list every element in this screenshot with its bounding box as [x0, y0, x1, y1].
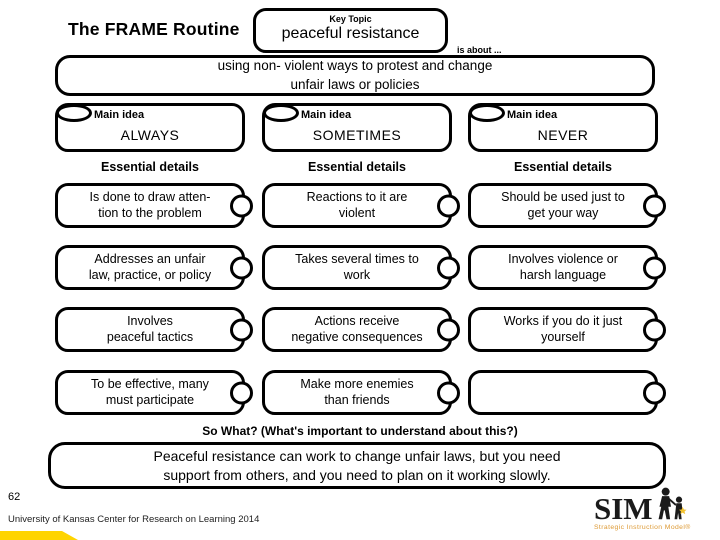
- detail-box: Is done to draw atten- tion to the probl…: [55, 183, 253, 228]
- main-idea-label: Main idea: [301, 109, 352, 121]
- connector-circle-icon: [230, 318, 253, 341]
- sim-logo-wordmark: SIM: [594, 490, 653, 526]
- detail-box: Involves violence or harsh language: [468, 245, 666, 290]
- so-what-box: Peaceful resistance can work to change u…: [48, 442, 666, 489]
- detail-box-empty: [468, 370, 666, 415]
- main-idea-oval-icon: [56, 104, 92, 122]
- connector-circle-icon: [230, 194, 253, 217]
- detail-text: Make more enemies than friends: [300, 376, 414, 407]
- connector-circle-icon: [643, 381, 666, 404]
- sim-logo-tagline: Strategic Instruction Model®: [594, 524, 691, 531]
- connector-circle-icon: [437, 381, 460, 404]
- star-icon: [678, 506, 687, 515]
- accent-stripe: [0, 531, 78, 540]
- is-about-label: is about ...: [455, 45, 504, 55]
- detail-text: Addresses an unfair law, practice, or po…: [88, 251, 212, 282]
- walking-figures-icon: [658, 487, 687, 520]
- sim-logo: SIM Strategic Instruction Model®: [594, 487, 712, 535]
- detail-text: Takes several times to work: [295, 251, 419, 282]
- detail-box: Works if you do it just yourself: [468, 307, 666, 352]
- connector-circle-icon: [437, 318, 460, 341]
- detail-text: Reactions to it are violent: [306, 189, 408, 220]
- main-idea-box-sometimes: Main idea SOMETIMES: [262, 103, 452, 152]
- detail-box: To be effective, many must participate: [55, 370, 253, 415]
- detail-text: Involves violence or harsh language: [508, 251, 618, 282]
- key-topic-label: Key Topic: [329, 14, 372, 24]
- key-topic-box: Key Topic peaceful resistance: [253, 8, 448, 53]
- detail-text: Involves peaceful tactics: [106, 313, 194, 344]
- main-idea-value: NEVER: [537, 127, 589, 143]
- connector-circle-icon: [230, 256, 253, 279]
- detail-box: Reactions to it are violent: [262, 183, 460, 228]
- key-topic-value: peaceful resistance: [281, 25, 420, 42]
- detail-text: Actions receive negative consequences: [291, 313, 423, 344]
- connector-circle-icon: [230, 381, 253, 404]
- connector-circle-icon: [643, 256, 666, 279]
- detail-box: Make more enemies than friends: [262, 370, 460, 415]
- detail-box: Actions receive negative consequences: [262, 307, 460, 352]
- detail-box: Takes several times to work: [262, 245, 460, 290]
- slide-title: The FRAME Routine: [68, 19, 240, 39]
- main-idea-label: Main idea: [507, 109, 558, 121]
- detail-box: Should be used just to get your way: [468, 183, 666, 228]
- main-idea-value: ALWAYS: [120, 127, 180, 143]
- connector-circle-icon: [643, 194, 666, 217]
- main-idea-box-always: Main idea ALWAYS: [55, 103, 245, 152]
- detail-text: Is done to draw atten- tion to the probl…: [89, 189, 211, 220]
- detail-text: To be effective, many must participate: [91, 376, 209, 407]
- main-idea-value: SOMETIMES: [312, 127, 402, 143]
- page-number: 62: [8, 491, 21, 503]
- main-idea-label: Main idea: [94, 109, 145, 121]
- main-idea-box-never: Main idea NEVER: [468, 103, 658, 152]
- copyright-credit: University of Kansas Center for Research…: [8, 514, 260, 525]
- connector-circle-icon: [437, 194, 460, 217]
- essential-details-heading: Essential details: [308, 160, 406, 174]
- essential-details-heading: Essential details: [101, 160, 199, 174]
- so-what-heading: So What? (What's important to understand…: [202, 424, 518, 438]
- main-idea-oval-icon: [469, 104, 505, 122]
- connector-circle-icon: [643, 318, 666, 341]
- detail-text: Should be used just to get your way: [501, 189, 625, 220]
- detail-box: Addresses an unfair law, practice, or po…: [55, 245, 253, 290]
- detail-box: Involves peaceful tactics: [55, 307, 253, 352]
- is-about-box: using non- violent ways to protest and c…: [55, 55, 655, 96]
- detail-text: Works if you do it just yourself: [503, 313, 623, 344]
- essential-details-heading: Essential details: [514, 160, 612, 174]
- connector-circle-icon: [437, 256, 460, 279]
- main-idea-oval-icon: [263, 104, 299, 122]
